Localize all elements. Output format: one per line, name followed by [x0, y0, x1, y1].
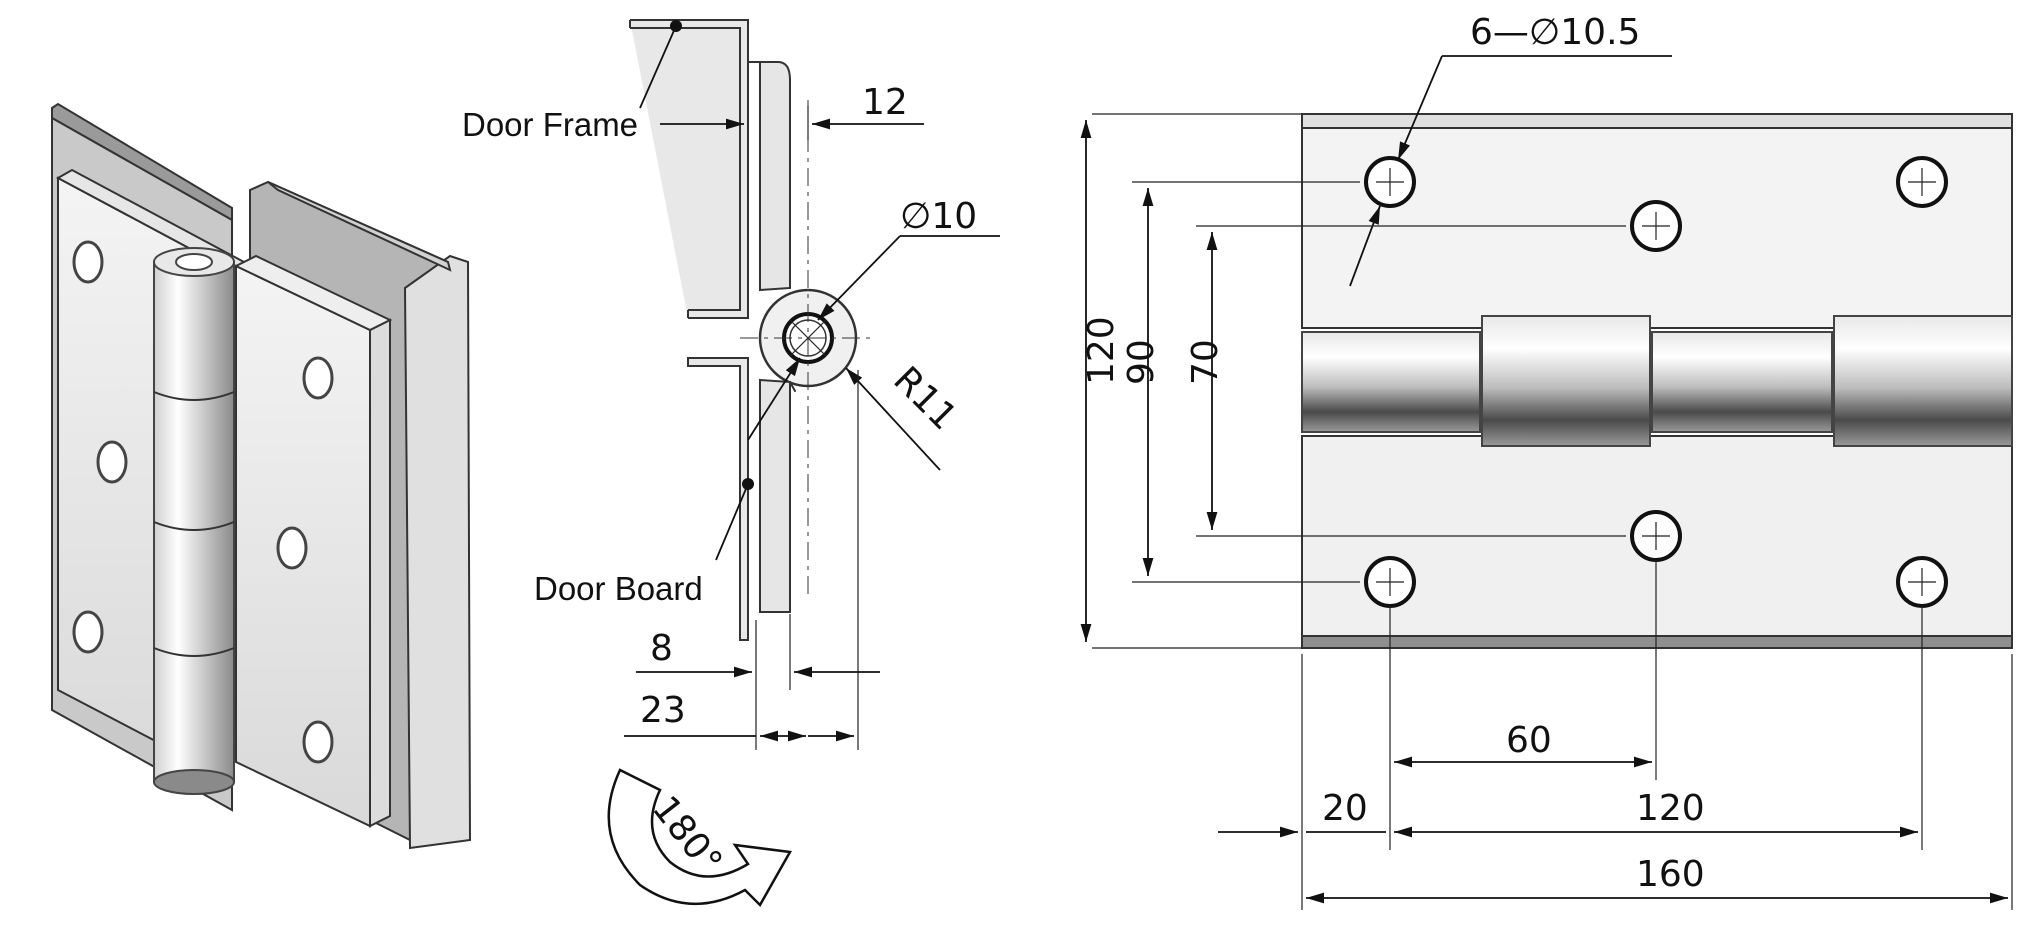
door-frame-label: Door Frame: [462, 106, 638, 143]
dim-height-90: 90: [1121, 339, 1162, 385]
hole-icon: [72, 610, 104, 654]
hole-icon: [302, 720, 334, 764]
isometric-view: [51, 102, 472, 850]
hole-icon: [302, 356, 334, 400]
dim-width-60: 60: [1506, 720, 1552, 761]
dim-height-120: 120: [1081, 316, 1122, 385]
dim-width-20: 20: [1322, 788, 1368, 829]
hole-icon: [72, 240, 104, 284]
holes-callout: 6—∅10.5: [1470, 12, 1640, 53]
rotation-arrow-icon: [607, 768, 793, 908]
front-view: 6—∅10.5 120 90 70 60 20 120 160: [1080, 12, 2013, 910]
hole-icon: [96, 440, 128, 484]
dim-side-phi10: ∅10: [900, 196, 977, 237]
dim-side-8: 8: [650, 628, 673, 669]
side-section-view: Door Frame 12 ∅10 R11 Door Board 8 23: [462, 19, 1000, 908]
dim-side-23: 23: [640, 690, 686, 731]
dim-side-r11: R11: [885, 359, 964, 438]
door-board-label: Door Board: [534, 570, 703, 607]
dim-width-120: 120: [1636, 788, 1705, 829]
dim-height-70: 70: [1185, 339, 1226, 385]
hole-icon: [276, 526, 308, 570]
dim-width-160: 160: [1636, 854, 1705, 895]
dim-side-12: 12: [862, 82, 908, 123]
